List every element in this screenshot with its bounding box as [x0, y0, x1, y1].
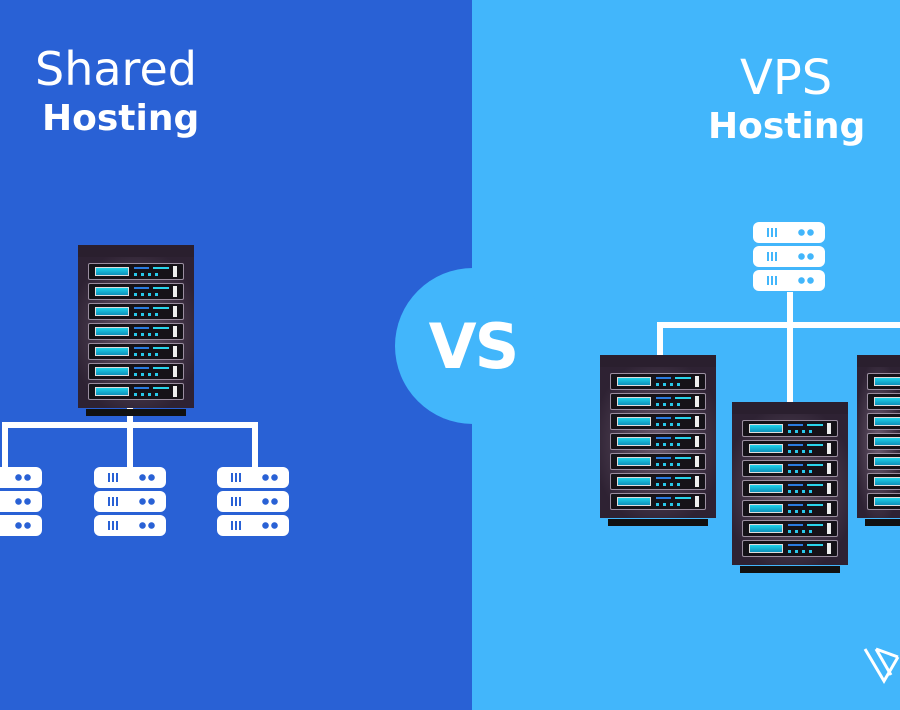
connector-line: [657, 322, 663, 357]
server-unit: [94, 491, 166, 512]
rack-unit: [742, 500, 838, 517]
vps-subtitle: Hosting: [708, 106, 866, 147]
connector-line: [657, 322, 900, 328]
logo-icon: [863, 647, 900, 684]
server-unit: [94, 515, 166, 536]
server-unit: [753, 246, 825, 267]
server-unit: [753, 270, 825, 291]
server-rack-icon: [732, 402, 848, 573]
rack-unit: [867, 373, 900, 390]
server-rack-icon: [600, 355, 716, 526]
rack-unit: [88, 283, 184, 300]
server-unit: [217, 467, 289, 488]
server-stack-icon: [217, 467, 289, 539]
rack-unit: [742, 460, 838, 477]
server-unit: [94, 467, 166, 488]
server-unit: [753, 222, 825, 243]
rack-unit: [742, 540, 838, 557]
rack-unit: [610, 373, 706, 390]
server-stack-icon: [0, 467, 42, 539]
rack-unit: [742, 480, 838, 497]
vs-badge: VS: [395, 268, 551, 424]
vps-title: VPS: [740, 50, 833, 106]
rack-unit: [742, 420, 838, 437]
server-rack-icon: [78, 245, 194, 416]
rack-unit: [867, 453, 900, 470]
rack-unit: [610, 413, 706, 430]
connector-line: [2, 422, 8, 468]
connector-line: [787, 322, 793, 404]
shared-title: Shared: [35, 42, 197, 96]
rack-unit: [867, 473, 900, 490]
rack-unit: [610, 493, 706, 510]
rack-unit: [88, 343, 184, 360]
server-stack-icon: [753, 222, 825, 294]
rack-unit: [88, 323, 184, 340]
server-unit: [0, 467, 42, 488]
rack-unit: [742, 440, 838, 457]
connector-line: [127, 405, 133, 427]
rack-unit: [88, 303, 184, 320]
connector-line: [787, 292, 793, 328]
rack-unit: [742, 520, 838, 537]
server-unit: [217, 491, 289, 512]
rack-unit: [610, 393, 706, 410]
rack-unit: [610, 433, 706, 450]
server-stack-icon: [94, 467, 166, 539]
rack-unit: [88, 363, 184, 380]
connector-line: [127, 422, 133, 468]
server-unit: [0, 515, 42, 536]
rack-unit: [867, 413, 900, 430]
rack-unit: [88, 383, 184, 400]
connector-line: [252, 422, 258, 468]
server-unit: [0, 491, 42, 512]
rack-unit: [867, 433, 900, 450]
rack-unit: [867, 493, 900, 510]
shared-subtitle: Hosting: [42, 98, 200, 139]
rack-unit: [610, 453, 706, 470]
rack-unit: [88, 263, 184, 280]
rack-unit: [867, 393, 900, 410]
rack-unit: [610, 473, 706, 490]
server-rack-icon: [857, 355, 900, 526]
server-unit: [217, 515, 289, 536]
